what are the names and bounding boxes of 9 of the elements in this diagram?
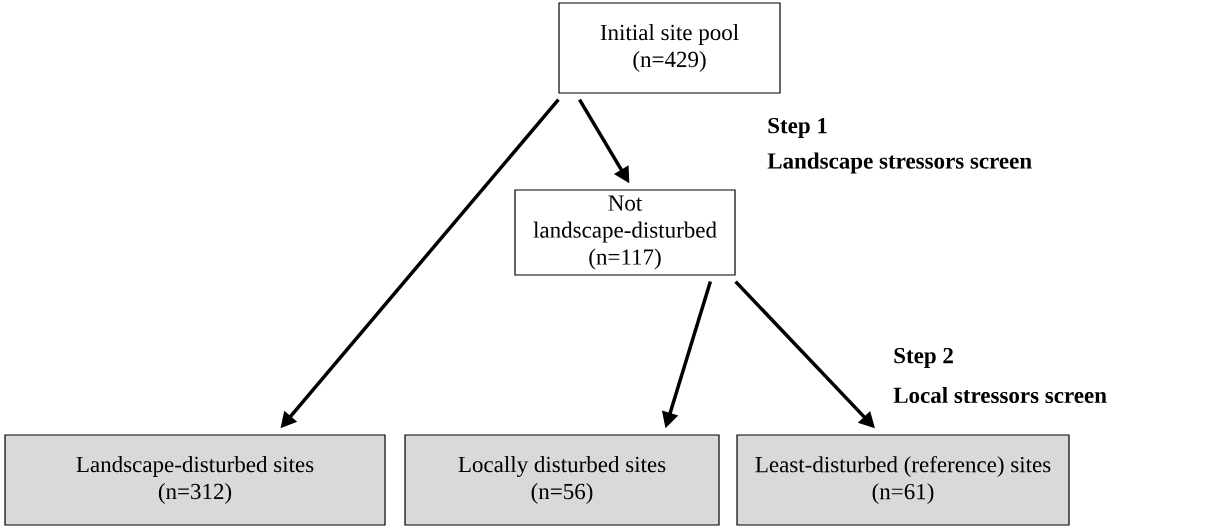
- result-box: Locally disturbed sites (n=56): [404, 434, 720, 526]
- result-box: Landscape-disturbed sites (n=312): [4, 434, 386, 526]
- process-box: Not landscape-disturbed (n=117): [514, 189, 736, 276]
- step-label: Step 2: [894, 347, 953, 369]
- result-box: Least-disturbed (reference) sites (n=61): [736, 434, 1070, 526]
- step-label: Local stressors screen: [893, 386, 1107, 404]
- step-label: Step 1: [768, 117, 827, 139]
- process-box: Initial site pool (n=429): [558, 2, 781, 94]
- step-label: Landscape stressors screen: [767, 152, 1032, 174]
